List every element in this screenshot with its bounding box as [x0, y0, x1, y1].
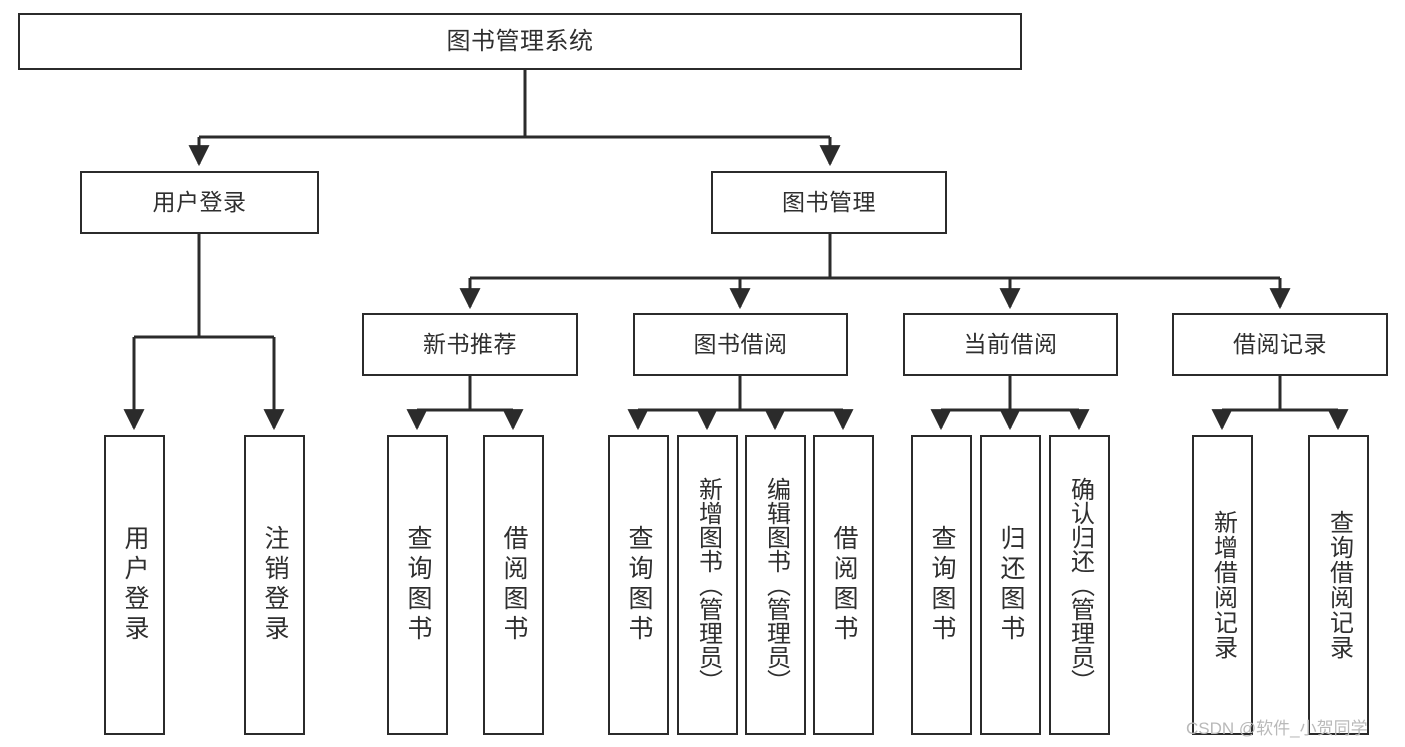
node-book-borrow[interactable]: 图书借阅 [633, 313, 848, 376]
leaf-borrow-add-book-admin[interactable]: 新增图书（管理员） [677, 435, 738, 735]
node-user-login[interactable]: 用户登录 [80, 171, 319, 234]
node-label: 用户登录 [121, 525, 149, 645]
leaf-borrow-borrow-book[interactable]: 借阅图书 [813, 435, 874, 735]
node-label: 新增借阅记录 [1209, 510, 1237, 660]
node-label: 当前借阅 [963, 331, 1058, 357]
leaf-user-login-login[interactable]: 用户登录 [104, 435, 165, 735]
node-label: 确认归还（管理员） [1066, 477, 1094, 693]
node-label: 编辑图书（管理员） [762, 477, 790, 693]
node-label: 借阅记录 [1233, 331, 1327, 357]
node-label: 新增图书（管理员） [694, 477, 722, 693]
leaf-record-add-record[interactable]: 新增借阅记录 [1192, 435, 1253, 735]
leaf-borrow-query-book[interactable]: 查询图书 [608, 435, 669, 735]
node-label: 图书借阅 [693, 331, 788, 357]
node-label: 用户登录 [152, 189, 247, 215]
node-book-management[interactable]: 图书管理 [711, 171, 947, 234]
leaf-recommend-query-book[interactable]: 查询图书 [387, 435, 448, 735]
node-label: 查询图书 [404, 525, 432, 645]
node-root-system[interactable]: 图书管理系统 [18, 13, 1022, 70]
leaf-user-login-logout[interactable]: 注销登录 [244, 435, 305, 735]
leaf-record-query-record[interactable]: 查询借阅记录 [1308, 435, 1369, 735]
watermark-text: CSDN @软件_小贺同学 [1186, 719, 1368, 738]
leaf-current-query-book[interactable]: 查询图书 [911, 435, 972, 735]
node-new-book-recommend[interactable]: 新书推荐 [362, 313, 578, 376]
node-label: 借阅图书 [500, 525, 528, 645]
leaf-borrow-edit-book-admin[interactable]: 编辑图书（管理员） [745, 435, 806, 735]
node-label: 借阅图书 [830, 525, 858, 645]
node-label: 查询图书 [928, 525, 956, 645]
node-label: 查询图书 [625, 525, 653, 645]
node-label: 查询借阅记录 [1325, 510, 1353, 660]
node-current-borrow[interactable]: 当前借阅 [903, 313, 1118, 376]
node-label: 新书推荐 [423, 331, 517, 357]
node-borrow-record[interactable]: 借阅记录 [1172, 313, 1388, 376]
node-label: 图书管理系统 [446, 27, 594, 55]
leaf-recommend-borrow-book[interactable]: 借阅图书 [483, 435, 544, 735]
node-label: 图书管理 [782, 189, 876, 215]
leaf-current-return-book[interactable]: 归还图书 [980, 435, 1041, 735]
node-label: 注销登录 [261, 525, 289, 645]
leaf-current-confirm-return-admin[interactable]: 确认归还（管理员） [1049, 435, 1110, 735]
node-label: 归还图书 [997, 525, 1025, 645]
